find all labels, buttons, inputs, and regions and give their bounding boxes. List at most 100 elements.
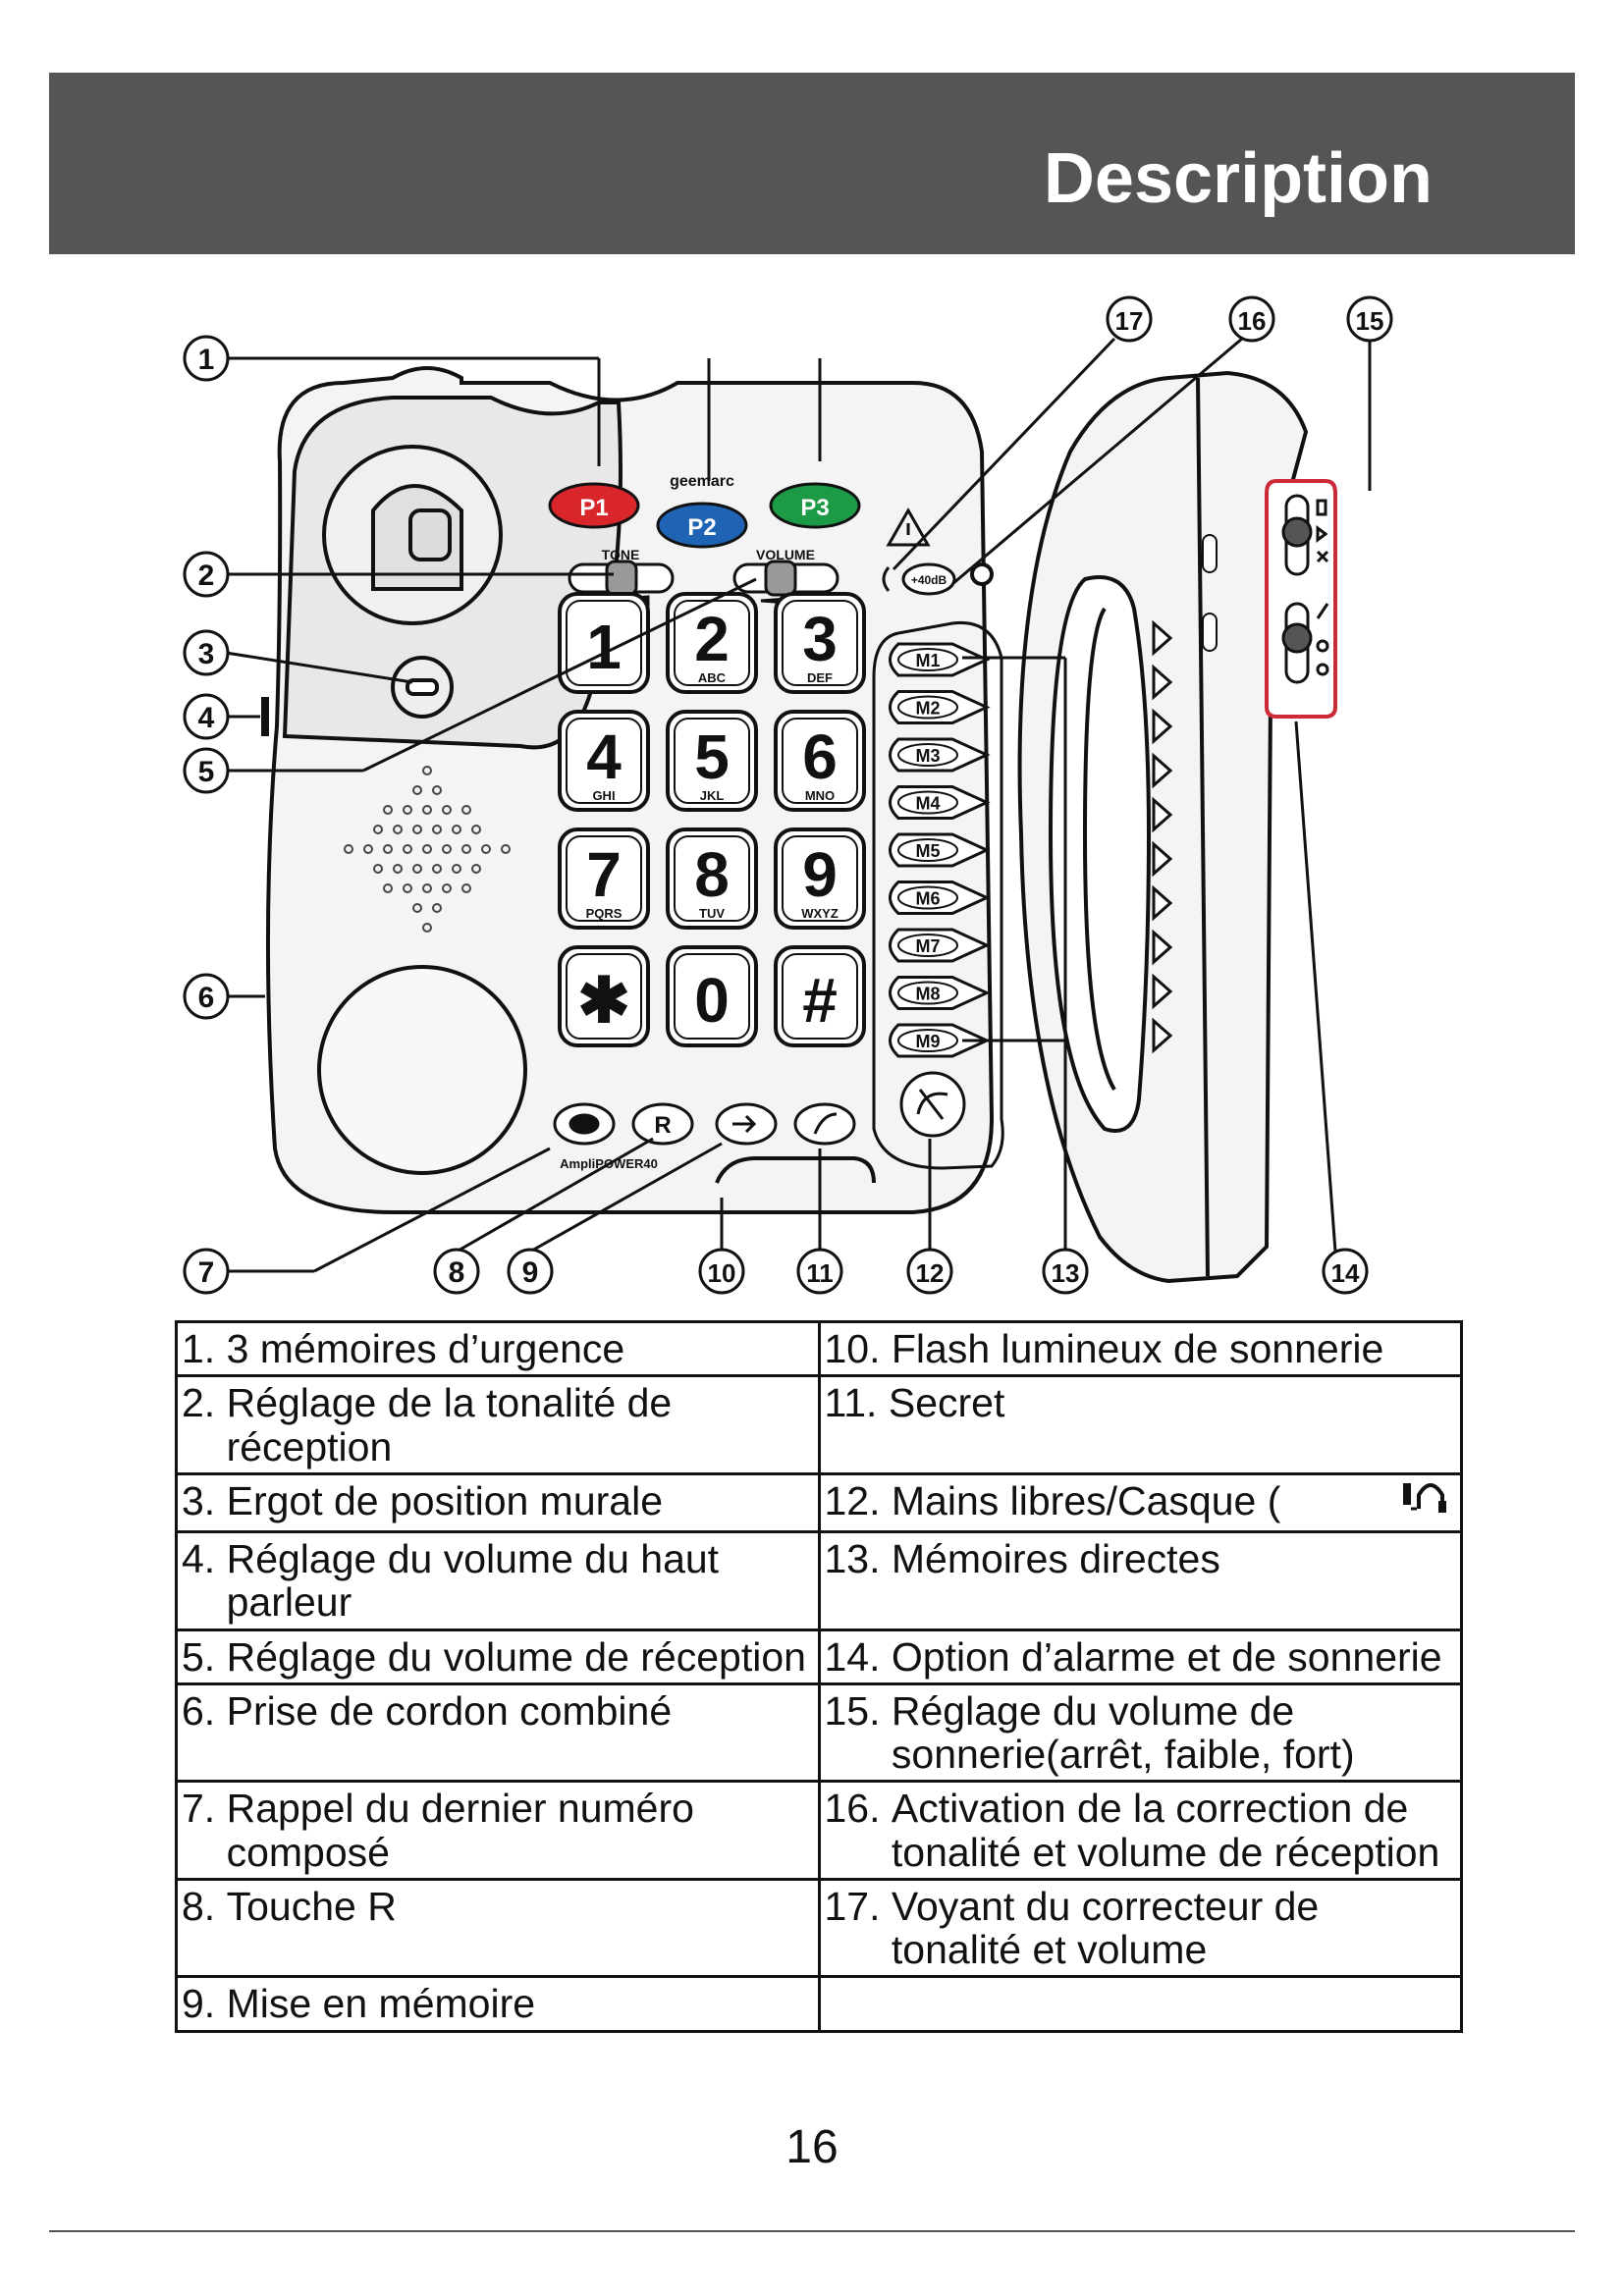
item-text: Option d’alarme et de sonnerie [891, 1633, 1442, 1680]
item-text: Réglage de la tonalité de réception [226, 1380, 673, 1469]
memory-panel [872, 620, 1004, 1170]
handsfree-key[interactable] [899, 1071, 966, 1138]
callout-7: 7 [183, 1147, 551, 1295]
memory-key-m5[interactable]: M5 [889, 832, 991, 868]
memory-key-m8[interactable]: M8 [889, 976, 991, 1010]
memory-key-label: M1 [915, 651, 940, 670]
key-digit: 9 [802, 839, 838, 910]
item-number: 7. [182, 1786, 227, 1832]
memory-key-m6[interactable]: M6 [889, 881, 991, 915]
item-text: Activation de la correction de tonalité … [891, 1786, 1440, 1875]
item-text: 3 mémoires d’urgence [226, 1326, 625, 1371]
key-0[interactable]: 0 [666, 945, 758, 1047]
callout-number: 4 [198, 702, 215, 734]
memory-key-m2[interactable]: M2 [889, 690, 991, 724]
item-text: Mémoires directes [891, 1536, 1220, 1582]
item-number: 14. [824, 1633, 892, 1680]
key-1[interactable]: 1 [558, 592, 650, 694]
callout-8: 8 [433, 1137, 654, 1295]
key-digit: 3 [802, 604, 838, 674]
key-digit: 6 [802, 721, 838, 792]
priority-keys: P1 P2 P3 geemarc [548, 473, 861, 549]
item-number: 9. [182, 1981, 227, 2027]
memory-key-label: M4 [915, 794, 940, 814]
item-number: 2. [182, 1380, 227, 1426]
key-star[interactable]: ✱ [558, 945, 650, 1047]
memory-key-label: M7 [915, 936, 940, 956]
callout-number: 3 [198, 638, 215, 670]
p2-key[interactable] [656, 502, 748, 549]
side-small-switches[interactable] [1202, 534, 1218, 652]
key-letters: MNO [805, 788, 835, 803]
key-digit: 0 [694, 965, 730, 1036]
p1-key[interactable] [548, 482, 640, 529]
memory-key-m4[interactable]: M4 [889, 785, 991, 820]
callout-6: 6 [183, 973, 265, 1020]
callout-number: 9 [522, 1256, 539, 1289]
redial-key[interactable] [553, 1102, 616, 1146]
headset-icon [1397, 1479, 1456, 1526]
key-hash[interactable]: # [774, 945, 866, 1047]
ringer-alarm-switch[interactable] [1281, 602, 1313, 684]
boost-button[interactable]: +40dB [901, 562, 956, 596]
key-digit: 8 [694, 839, 730, 910]
item-text: Voyant du correcteur de tonalité et volu… [891, 1883, 1320, 1973]
callout-14: 14 [1294, 721, 1369, 1295]
page-title: Description [1043, 139, 1433, 218]
memory-key-label: M9 [915, 1032, 940, 1051]
callout-5: 5 [183, 577, 757, 794]
callout-number: 15 [1356, 306, 1384, 336]
memory-key-m3[interactable]: M3 [889, 737, 991, 773]
volume-slider[interactable]: VOLUME [732, 547, 839, 607]
memory-key-label: M2 [915, 699, 940, 719]
callout-17: 17 [892, 295, 1153, 571]
memory-key-m7[interactable]: M7 [889, 928, 991, 963]
callout-number: 12 [916, 1258, 945, 1288]
mute-key[interactable] [793, 1102, 856, 1146]
memory-key-label: M3 [915, 746, 940, 766]
p3-key[interactable] [769, 482, 861, 529]
item-number: 5. [182, 1633, 227, 1680]
page-number: 16 [785, 2121, 839, 2173]
item-number: 3. [182, 1477, 227, 1523]
ringer-symbols [1316, 499, 1329, 676]
table-row: 5. Réglage du volume de réception 14. Opt… [175, 1628, 1463, 1685]
callout-number: 11 [806, 1258, 834, 1288]
store-key[interactable] [715, 1102, 778, 1146]
volume-label: VOLUME [756, 547, 815, 562]
item-number: 12. [824, 1477, 892, 1523]
memory-key-m1[interactable]: M1 [889, 642, 991, 677]
item-text: Touche R [226, 1883, 397, 1929]
speaker-grille [344, 766, 511, 933]
callout-11: 11 [796, 1148, 843, 1295]
key-letters: GHI [592, 788, 615, 803]
memory-key-m9[interactable]: M9 [889, 1023, 991, 1058]
table-cell: 16. Activation de la correction de tonal… [817, 1780, 1463, 1881]
r-key[interactable]: R [631, 1102, 694, 1146]
ringer-volume-switch[interactable] [1281, 494, 1313, 576]
r-key-label: R [654, 1112, 671, 1139]
callout-number: 14 [1331, 1258, 1360, 1288]
item-text: Réglage du volume de réception [226, 1633, 806, 1680]
item-number: 4. [182, 1536, 227, 1582]
table-cell: 1. 3 mémoires d’urgence [175, 1319, 821, 1378]
table-cell: 13. Mémoires directes [817, 1530, 1463, 1631]
table-cell: 8. Touche R [175, 1877, 821, 1979]
item-text: Ergot de position murale [226, 1477, 664, 1523]
callout-number: 17 [1115, 306, 1144, 336]
callout-3: 3 [183, 629, 413, 684]
